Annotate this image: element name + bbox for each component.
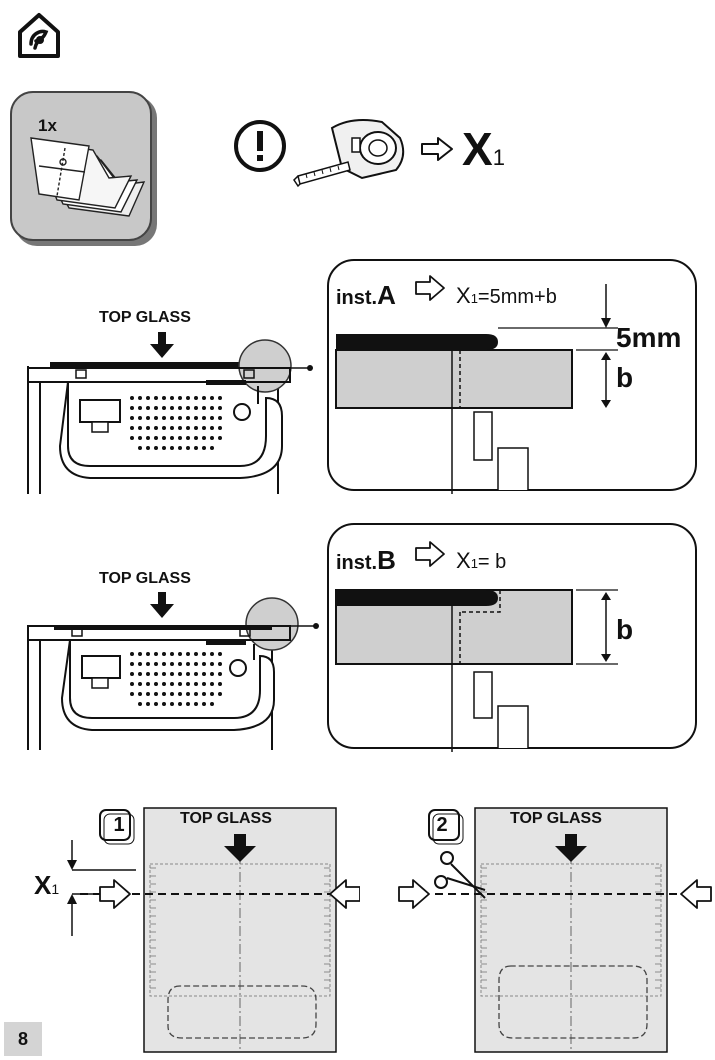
template-kit-box [9, 90, 161, 250]
scissors-icon [434, 851, 486, 899]
step1-x: X [34, 870, 52, 900]
inst-b-formula: X1= b [456, 548, 506, 574]
inst-a-formula-text: =5mm+b [477, 286, 557, 308]
step2-sheet [395, 806, 715, 1056]
measure-symbol: X1 [462, 126, 505, 181]
hob-drawing-a [20, 326, 320, 498]
warning-circle-icon [232, 118, 288, 174]
step1-x-symbol: X1 [34, 870, 59, 901]
detail-callout-a [326, 258, 698, 494]
house-leaf-icon [14, 10, 64, 60]
inst-b-title: inst.B [336, 545, 396, 576]
inst-b-formula-text: = b [477, 551, 507, 573]
dim-b-label-a: b [616, 362, 634, 393]
quantity-label: 1x [38, 116, 57, 135]
step1-x-sub: 1 [51, 881, 60, 897]
step1-number: 1 [113, 814, 125, 836]
dim-5mm-label: 5mm [616, 322, 682, 353]
inst-a-formula-x: X [456, 283, 471, 308]
inst-a-letter: A [377, 280, 396, 310]
step2-top-glass-label: TOP GLASS [510, 810, 602, 827]
step1-sheet [20, 806, 360, 1056]
dim-b-label-b: b [616, 614, 634, 645]
top-glass-label-a: TOP GLASS [99, 309, 191, 326]
inst-b-letter: B [377, 545, 396, 575]
tape-measure-icon [292, 108, 412, 192]
template-sheets-icon [30, 137, 146, 217]
hob-drawing-b [20, 586, 320, 752]
step1-top-glass-label: TOP GLASS [180, 810, 272, 827]
page-number: 8 [4, 1022, 42, 1056]
step2-number: 2 [436, 814, 448, 836]
arrow-right-outline-icon [420, 136, 454, 162]
inst-b-formula-x: X [456, 548, 471, 573]
inst-a-formula: X1=5mm+b [456, 283, 557, 309]
top-glass-label-b: TOP GLASS [99, 570, 191, 587]
inst-a-formula-sub: 1 [470, 291, 478, 306]
inst-b-prefix: inst. [336, 552, 378, 574]
inst-a-title: inst.A [336, 280, 396, 311]
inst-b-formula-sub: 1 [470, 556, 478, 571]
measure-x: X [462, 123, 493, 175]
measure-subscript: 1 [492, 145, 505, 170]
inst-a-prefix: inst. [336, 287, 378, 309]
detail-callout-b [326, 522, 698, 752]
